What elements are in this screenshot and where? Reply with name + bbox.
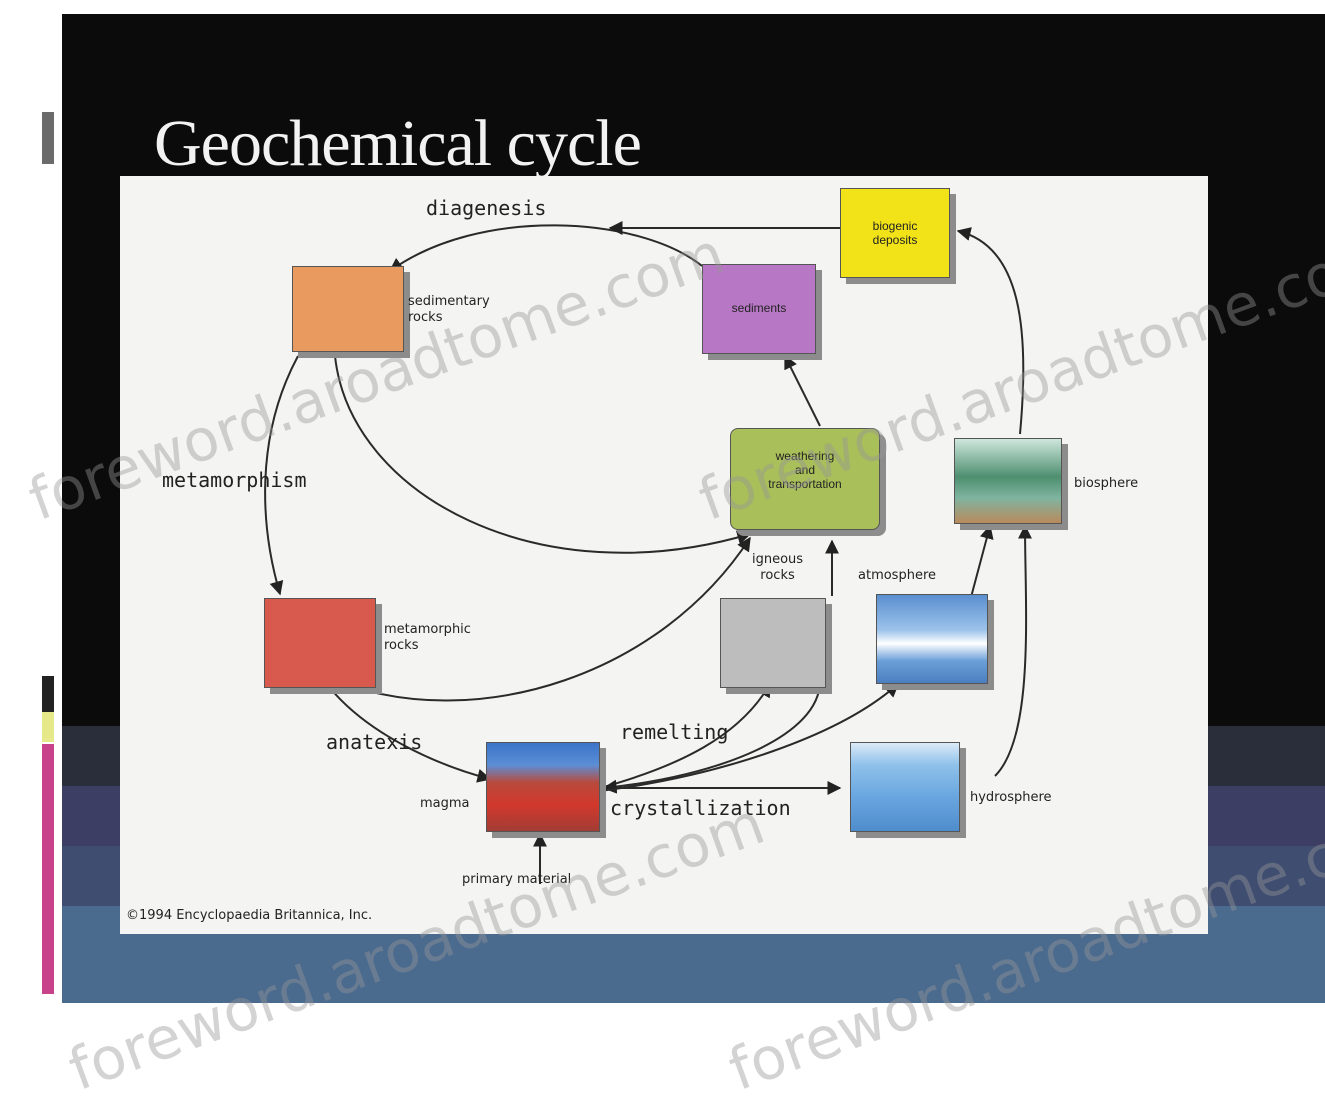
geochemical-cycle-diagram: sediments biogenic deposits weathering a… [120, 176, 1208, 934]
label-metamorphism: metamorphism [162, 468, 307, 492]
arrow-magma-to-igneous [599, 682, 771, 789]
node-sediments: sediments [702, 264, 816, 354]
arrow-biosphere-to-biogenic [956, 227, 1025, 435]
node-igneous-rocks [720, 598, 826, 688]
strip-mark-gray [42, 112, 54, 164]
slide-title: Geochemical cycle [154, 107, 642, 180]
cycle-arrows [264, 221, 1033, 884]
node-atmosphere [876, 594, 988, 684]
arrow-diagenesis [388, 224, 703, 272]
metamorphic-rocks-label: metamorphic rocks [384, 622, 471, 653]
copyright-notice: ©1994 Encyclopaedia Britannica, Inc. [126, 908, 373, 923]
sedimentary-rocks-label: sedimentary rocks [408, 294, 490, 325]
biogenic-deposits-label: biogenic deposits [872, 219, 918, 247]
arrow-remelting [602, 680, 821, 794]
node-biosphere [954, 438, 1062, 524]
node-metamorphic-rocks [264, 598, 376, 688]
node-hydrosphere [850, 742, 960, 832]
node-sedimentary-rocks [292, 266, 404, 352]
label-diagenesis: diagenesis [426, 196, 547, 220]
left-margin-strip [0, 0, 62, 1003]
label-remelting: remelting [620, 720, 729, 744]
node-biogenic-deposits: biogenic deposits [840, 188, 950, 278]
strip-mark-yellow [42, 712, 54, 742]
sediments-label: sediments [731, 301, 787, 315]
atmosphere-label: atmosphere [858, 568, 936, 583]
biosphere-label: biosphere [1074, 476, 1139, 491]
strip-mark-magenta [42, 744, 54, 994]
arrow-anatexis [329, 687, 492, 783]
strip-mark-dark [42, 676, 54, 712]
arrow-metamorphic-to-weathering [344, 536, 751, 702]
arrow-magma-to-atmosphere [599, 683, 900, 792]
node-weathering-transportation: weathering and transportation [730, 428, 880, 530]
label-primary-material: primary material [462, 872, 572, 887]
hydrosphere-label: hydrosphere [970, 790, 1052, 805]
label-crystallization: crystallization [610, 796, 791, 820]
igneous-rocks-label: igneous rocks [752, 552, 804, 583]
arrow-weathering-to-sediments [784, 354, 821, 427]
arrow-hydrosphere-to-biosphere [994, 524, 1033, 777]
arrow-metamorphism [264, 355, 299, 596]
arrow-sedimentary-to-weathering [334, 355, 752, 554]
weathering-label: weathering and transportation [768, 449, 842, 491]
arrow-atmosphere-to-biosphere [969, 524, 994, 602]
magma-label: magma [420, 796, 470, 811]
node-magma [486, 742, 600, 832]
label-anatexis: anatexis [326, 730, 423, 754]
